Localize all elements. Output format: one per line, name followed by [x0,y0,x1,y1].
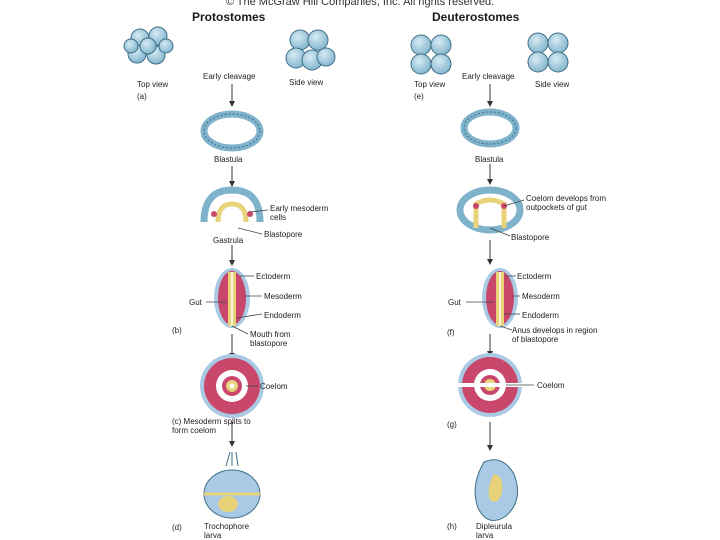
proto-gastrula [200,186,264,223]
proto-label-a: (a) [137,92,147,101]
deuterostomes-heading: Deuterostomes [432,10,520,24]
deutero-coelom-label: Coelom [537,381,565,390]
proto-gastrula-label: Gastrula [213,236,244,245]
deutero-gut-label: Gut [448,298,461,307]
deutero-mesoderm-label: Mesoderm [522,292,560,301]
leader-lines [206,199,534,387]
deutero-cleavage-top-view [410,34,452,75]
proto-coelom-label: Coelom [260,382,288,391]
proto-early-cleavage-label: Early cleavage [203,72,256,81]
proto-gut-label: Gut [189,298,202,307]
deutero-larva-label: Dipleurula larva [476,522,513,540]
deutero-blastopore-label: Blastopore [511,233,550,242]
proto-larva-label: Trochophore larva [204,522,250,540]
proto-early-mesoderm-label: Early mesoderm cells [270,204,329,222]
deutero-coelom-develops-label: Coelom develops from outpockets of gut [526,194,607,212]
proto-blastula-label: Blastula [214,155,243,164]
proto-embryo-b [214,268,250,328]
deutero-dipleurula-larva [474,459,519,521]
proto-cleavage-top-view [123,26,174,65]
proto-cleavage-side-view [285,29,336,71]
deutero-embryo-f [482,268,518,328]
proto-top-view-label: Top view [137,80,169,89]
deutero-top-view-label: Top view [414,80,446,89]
deutero-label-h: (h) [447,522,457,531]
proto-coelom-section [200,354,264,418]
deutero-endoderm-label: Endoderm [522,311,559,320]
proto-blastopore-label: Blastopore [264,230,303,239]
proto-endoderm-label: Endoderm [264,311,301,320]
deutero-ectoderm-label: Ectoderm [517,272,552,281]
deutero-blastula-label: Blastula [475,155,504,164]
deutero-cleavage-side-view [527,32,569,73]
protostomes-heading: Protostomes [192,10,266,24]
proto-mouth-label: Mouth from blastopore [250,330,291,348]
deutero-label-e: (e) [414,92,424,101]
proto-side-view-label: Side view [289,78,324,87]
proto-ectoderm-label: Ectoderm [256,272,291,281]
deutero-gastrula [456,186,524,234]
deutero-anus-label: Anus develops in region of blastopore [512,326,598,344]
proto-label-b: (b) [172,326,182,335]
proto-trochophore-larva [203,451,261,519]
proto-label-d: (d) [172,523,182,532]
proto-mesoderm-label: Mesoderm [264,292,302,301]
deutero-early-cleavage-label: Early cleavage [462,72,515,81]
proto-label-c: (c) Mesoderm splits to form coelom [172,417,251,435]
deutero-label-g: (g) [447,420,457,429]
deutero-side-view-label: Side view [535,80,570,89]
deutero-label-f: (f) [447,328,455,337]
copyright-notice: © The McGraw Hill Companies, Inc. All ri… [225,0,495,8]
deutero-coelom-section [458,353,522,417]
